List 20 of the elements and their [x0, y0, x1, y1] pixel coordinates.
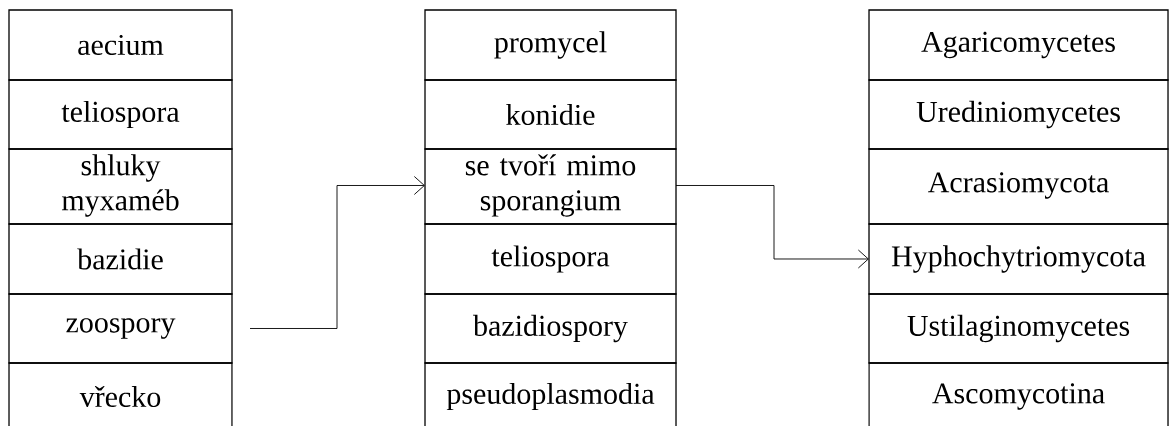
table-cell: bazidiospory [424, 293, 677, 364]
table-cell: zoospory [8, 293, 233, 364]
table-cell: shluky myxaméb [8, 148, 233, 225]
arrow [675, 185, 869, 269]
table-cell: vřecko [8, 362, 233, 426]
table-cell: promycel [424, 9, 677, 81]
table-cell: Ascomycotina [868, 362, 1169, 426]
table-cell: teliospora [424, 223, 677, 295]
table-cell: Ustilaginomycetes [868, 293, 1169, 364]
arrow [249, 176, 425, 329]
table-cell: pseudoplasmodia [424, 362, 677, 426]
table-cell: Hyphochytriomycota [868, 223, 1169, 295]
table-cell: aecium [8, 9, 233, 81]
table-cell: teliospora [8, 79, 233, 150]
table-cell: bazidie [8, 223, 233, 295]
table-cell: se tvoří mimo sporangium [424, 148, 677, 225]
table-cell: Acrasiomycota [868, 148, 1169, 225]
table-cell: Urediniomycetes [868, 79, 1169, 150]
table-cell: konidie [424, 79, 677, 150]
table-cell: Agaricomycetes [868, 9, 1169, 81]
